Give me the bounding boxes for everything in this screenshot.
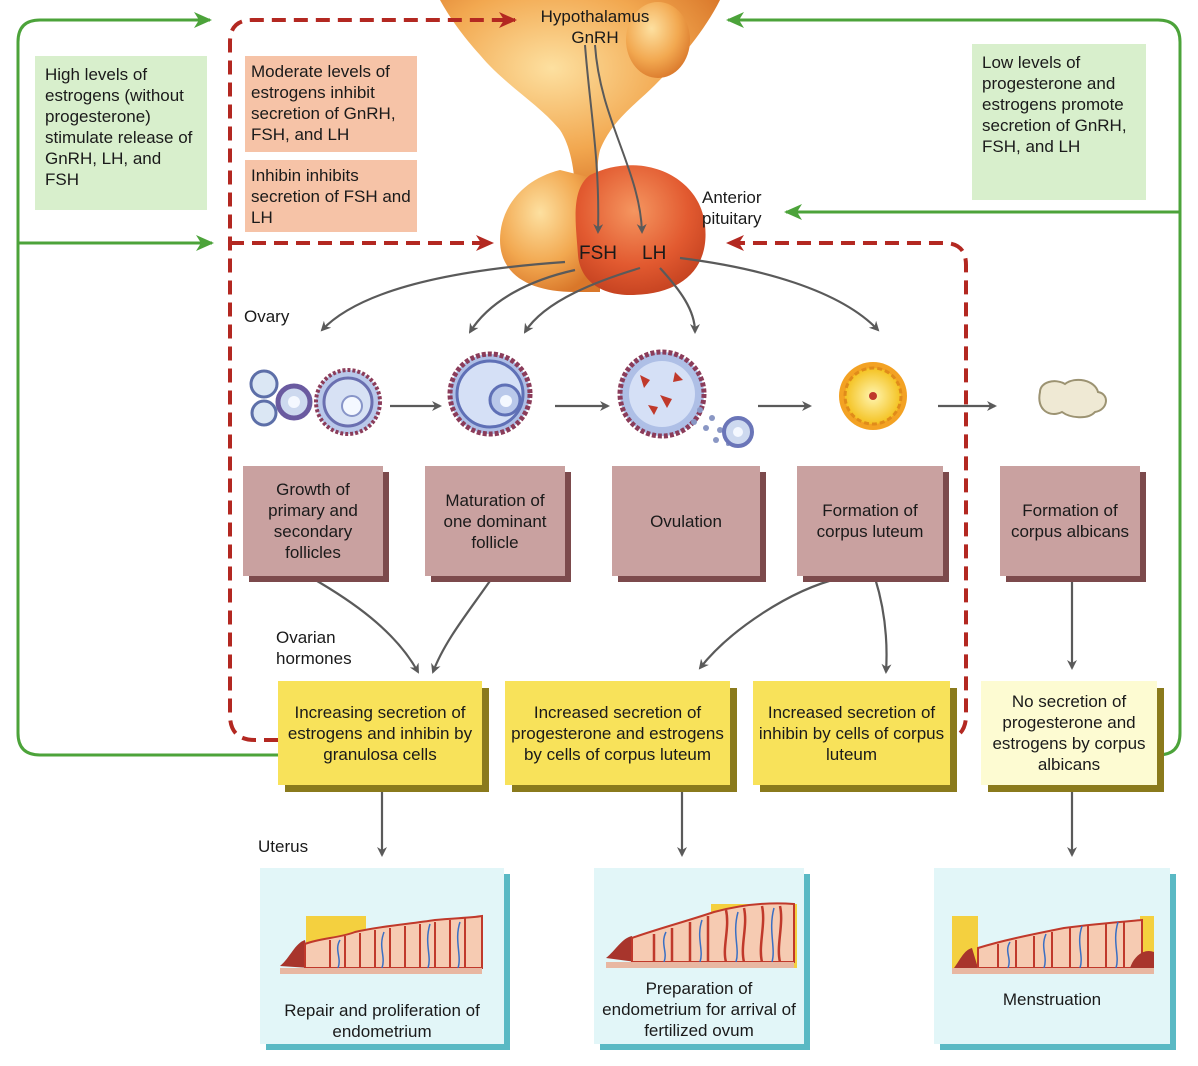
note-low-levels: Low levels of progesterone and estrogens… [972,44,1146,200]
uterus-caption-preparation: Preparation of endometrium for arrival o… [602,979,796,1040]
fsh-label: FSH [579,243,617,264]
hypothalamus-illustration [440,0,720,195]
positive-feedback-lines [16,12,1182,757]
uterus-panel-preparation: Preparation of endometrium for arrival o… [594,868,804,1044]
negative-feedback-lines [228,12,968,742]
stage-corpus-luteum: Formation of corpus luteum [797,466,943,576]
corpus-luteum-illustration [839,362,907,430]
uterus-panel-menstruation: Menstruation [934,868,1170,1044]
hormone-progesterone-estrogens: Increased secretion of progesterone and … [505,681,730,785]
hormone-to-uterus-arrows [377,792,1077,857]
stage-ovulation: Ovulation [612,466,760,576]
corpus-albicans-illustration [1038,378,1107,419]
ovarian-hormones-line2: hormones [276,649,352,668]
stage-to-hormone-arrows [311,576,1077,674]
anterior-pituitary-line1: Anterior [702,188,762,207]
anterior-pituitary-line2: pituitary [702,209,762,228]
hormone-estrogens-inhibin: Increasing secretion of estrogens and in… [278,681,482,785]
pituitary-to-ovary-arrows [320,256,880,334]
anterior-pituitary-label: Anterior pituitary [702,187,762,229]
ovary-label: Ovary [244,307,290,326]
ovarian-hormones-line1: Ovarian [276,628,336,647]
endometrium-illustration-preparation [606,902,797,968]
uterus-caption-repair: Repair and proliferation of endometrium [284,1001,480,1041]
hypothalamus-title: Hypothalamus [540,7,650,26]
lh-label: LH [642,243,667,264]
note-moderate-estrogens: Moderate levels of estrogens inhibit sec… [245,56,417,152]
stage-maturation-dominant-follicle: Maturation of one dominant follicle [425,466,565,576]
uterus-panel-repair: Repair and proliferation of endometrium [260,868,504,1044]
note-high-estrogens: High levels of estrogens (without proges… [35,56,207,210]
uterus-caption-menstruation: Menstruation [1002,990,1102,1009]
hypothalamus-label: Hypothalamus GnRH [515,6,675,48]
endometrium-illustration-menstruation [952,916,1154,974]
stage-growth-follicles: Growth of primary and secondary follicle… [243,466,383,576]
gnrh-label: GnRH [571,28,619,47]
ovulation-illustration [617,349,754,448]
endometrium-illustration-repair [280,914,483,974]
hormone-inhibin-corpus-luteum: Increased secretion of inhibin by cells … [753,681,950,785]
stage-corpus-albicans: Formation of corpus albicans [1000,466,1140,576]
pituitary-illustration [500,165,706,295]
uterus-label: Uterus [258,837,309,856]
primary-follicles-illustration [249,368,382,436]
note-inhibin: Inhibin inhibits secretion of FSH and LH [245,160,417,232]
hormone-none-corpus-albicans: No secretion of progesterone and estroge… [981,681,1157,785]
ovarian-hormones-label: Ovarian hormones [276,627,352,669]
dominant-follicle-illustration [447,351,533,437]
